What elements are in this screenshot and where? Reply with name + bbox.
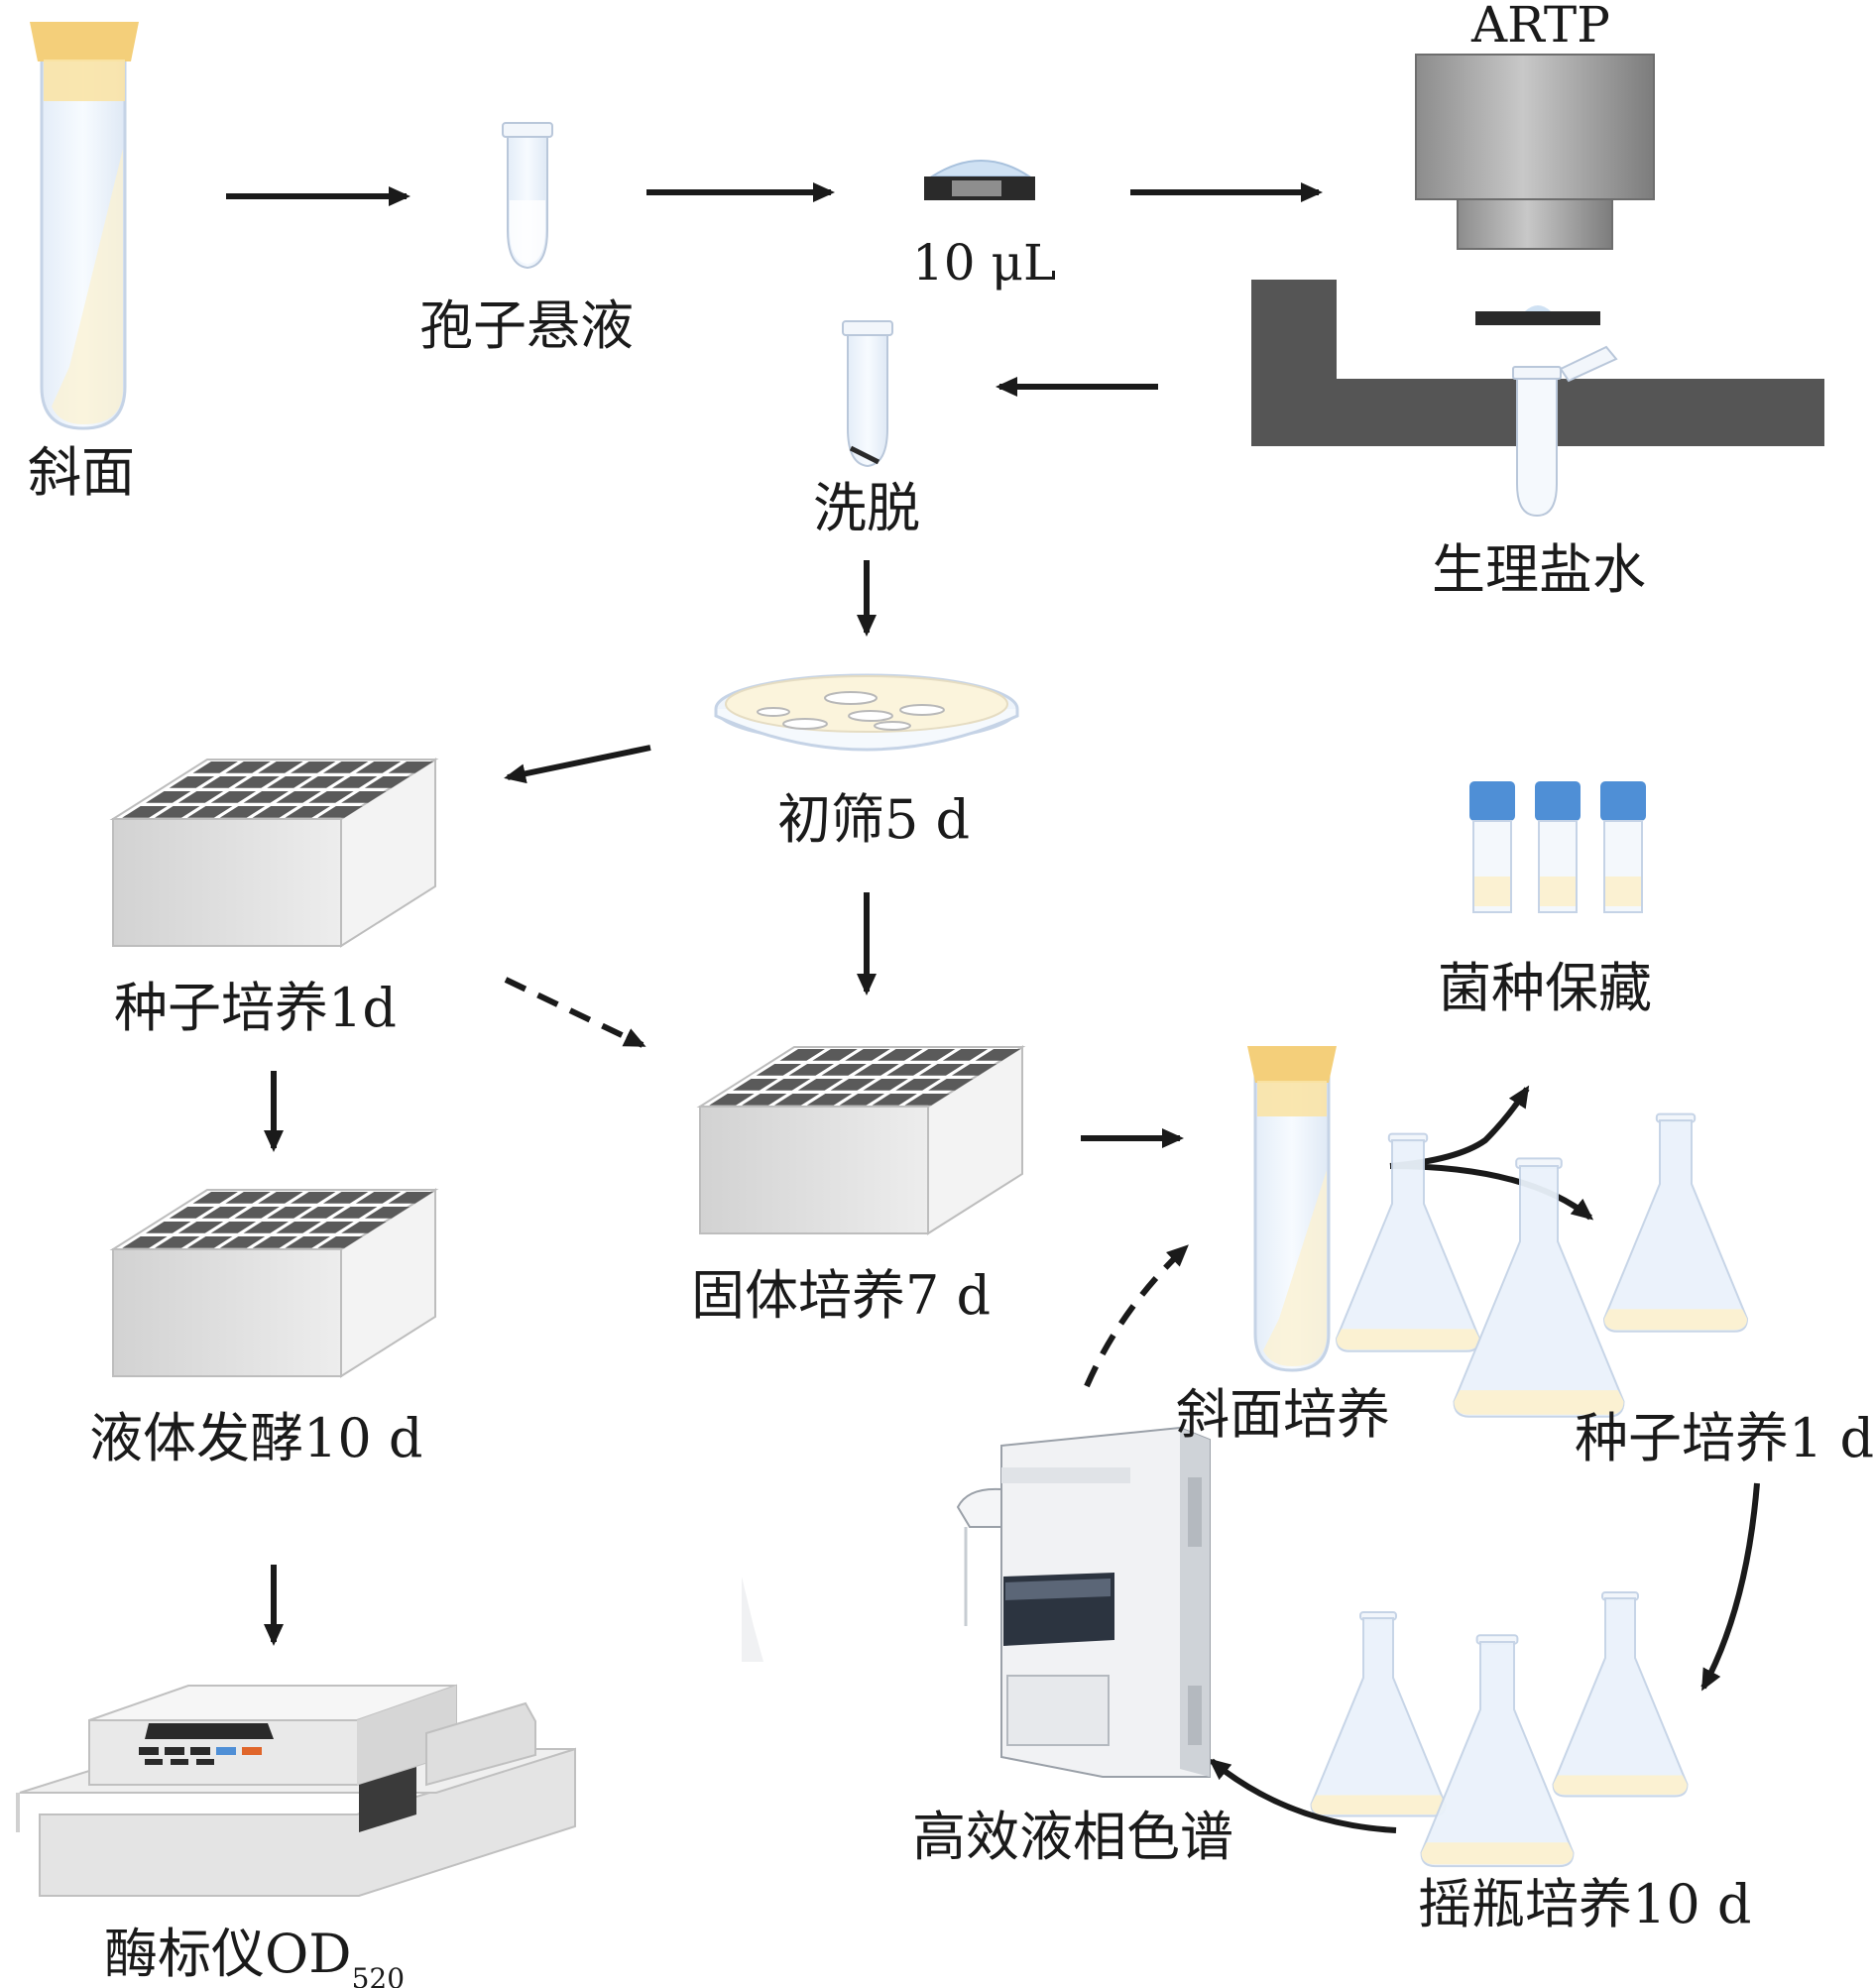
- label-hplc: 高效液相色谱: [912, 1806, 1233, 1868]
- label-liquid-fermentation: 液体发酵10 d: [89, 1407, 423, 1469]
- label-slant: 斜面: [28, 441, 135, 504]
- flask-icon: [1602, 1112, 1749, 1333]
- plate-reader-icon: [16, 1684, 576, 1897]
- arrow-icon: [1700, 1482, 1760, 1692]
- well-plate-icon: [696, 1045, 1026, 1235]
- centrifuge-tube-icon: [502, 122, 553, 270]
- label-solid-culture: 固体培养7 d: [691, 1264, 992, 1327]
- label-elution: 洗脱: [813, 477, 920, 539]
- label-saline: 生理盐水: [1432, 538, 1646, 601]
- petri-dish-icon: [714, 673, 1019, 752]
- centrifuge-tube-icon: [842, 320, 893, 468]
- flask-icon: [1453, 1157, 1625, 1418]
- well-plate-icon: [109, 758, 439, 948]
- vial: [1600, 781, 1646, 913]
- test-tube-icon: [30, 22, 139, 430]
- cryovial-icon: [1469, 781, 1646, 913]
- flask-icon: [1420, 1634, 1575, 1868]
- arrow-icon: [504, 977, 646, 1048]
- flask-icon: [1335, 1132, 1481, 1352]
- label-seed-culture-right: 种子培养1 d: [1575, 1407, 1874, 1469]
- label-primary-screen: 初筛5 d: [777, 788, 971, 851]
- flask-icon: [1310, 1611, 1447, 1817]
- plate-reader-subscript: 520: [351, 1962, 406, 1988]
- label-artp: ARTP: [1471, 0, 1610, 54]
- vial: [1535, 781, 1581, 913]
- label-shake-flask: 摇瓶培养10 d: [1418, 1873, 1752, 1935]
- label-plate-reader: 酶标仪OD520: [104, 1928, 405, 1988]
- label-spore-suspension: 孢子悬液: [419, 294, 634, 357]
- artp-device-icon: [1251, 54, 1824, 518]
- label-strain-preservation: 菌种保藏: [1438, 957, 1652, 1019]
- arrow-icon: [504, 745, 651, 784]
- label-slant-culture: 斜面培养: [1176, 1383, 1390, 1446]
- label-volume: 10 μL: [912, 234, 1057, 292]
- hplc-icon: [742, 1426, 1211, 1778]
- arrow-icon: [1084, 1244, 1189, 1388]
- vial: [1469, 781, 1515, 913]
- sample-disc-icon: [924, 160, 1035, 200]
- flask-icon: [1552, 1591, 1689, 1798]
- arrow-icon: [1208, 1758, 1397, 1833]
- test-tube-icon: [1247, 1046, 1337, 1372]
- label-seed-culture-left: 种子培养1d: [114, 977, 397, 1039]
- plate-reader-text: 酶标仪OD: [104, 1923, 352, 1985]
- well-plate-icon: [109, 1188, 439, 1378]
